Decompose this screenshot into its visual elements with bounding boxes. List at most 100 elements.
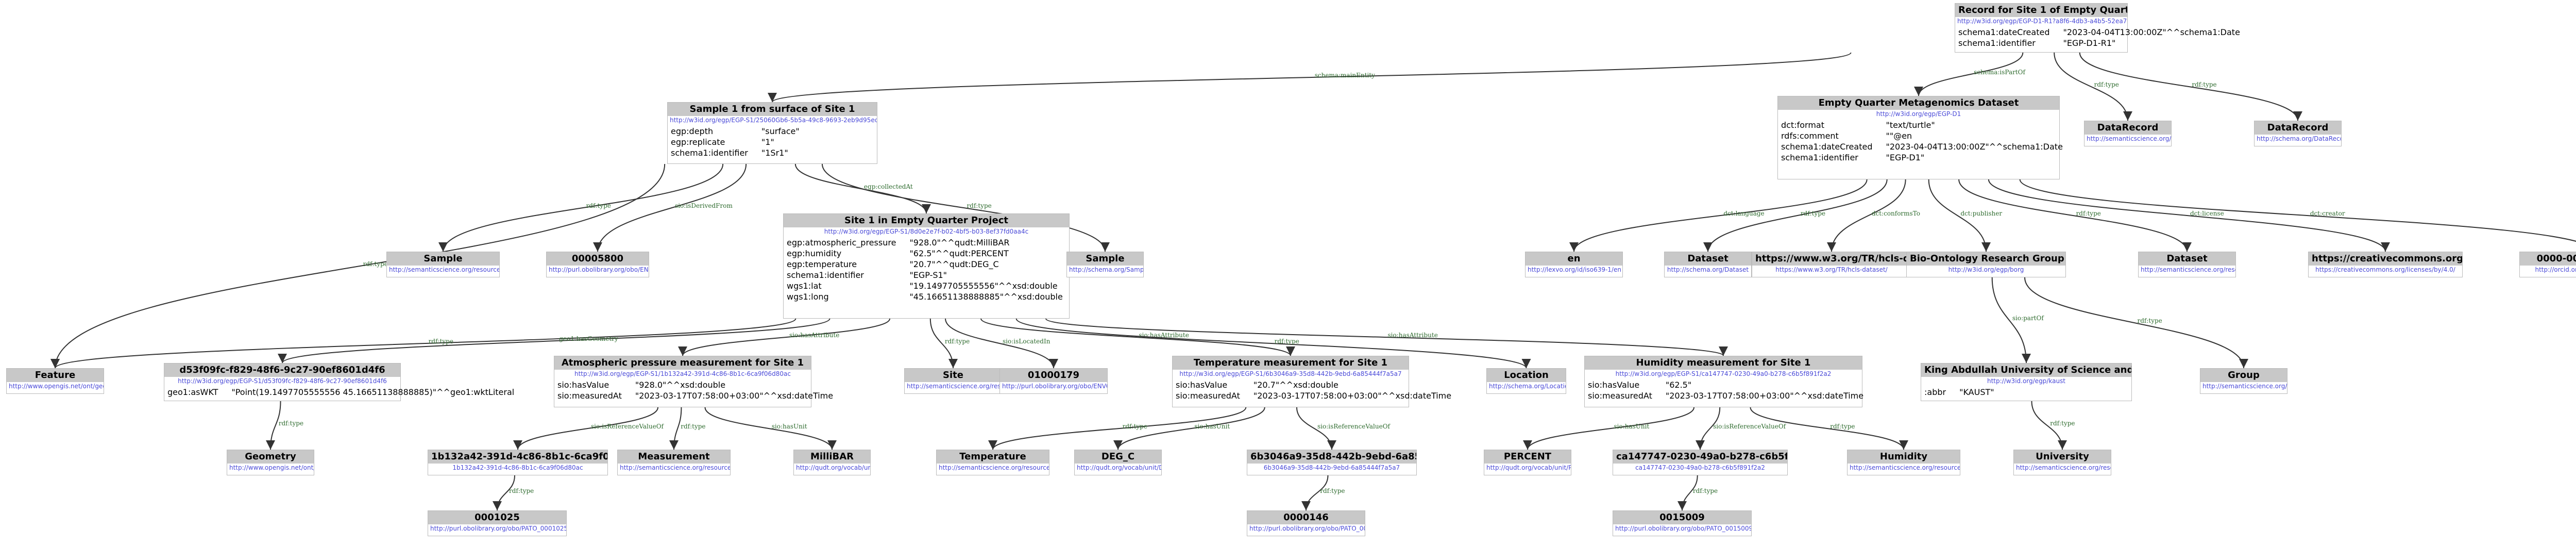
node-uri-link[interactable]: http://semanticscience.org/resource/Temp… bbox=[939, 464, 1049, 471]
node-uri-link[interactable]: http://www.opengis.net/ont/geosparql#Geo… bbox=[229, 464, 314, 471]
node-percent[interactable]: PERCENThttp://qudt.org/vocab/unit/PERCEN… bbox=[1484, 450, 1571, 475]
node-uri-link[interactable]: http://semanticscience.org/resource/Meas… bbox=[620, 464, 730, 471]
node-uri-link[interactable]: http://qudt.org/vocab/unit/MilliBAR bbox=[796, 464, 870, 471]
node-uri-link[interactable]: http://w3id.org/egp/EGP-D1-R1?a8f6-4db3-… bbox=[1957, 18, 2127, 25]
node-uri-link[interactable]: http://qudt.org/vocab/unit/PERCENT bbox=[1486, 464, 1571, 471]
node-uri-link[interactable]: http://w3id.org/egp/EGP-S1/8d0e2e7f-b02-… bbox=[824, 228, 1029, 235]
edge-label: rdf:type bbox=[1801, 210, 1825, 217]
node-license[interactable]: https://creativecommons.org/licenses/by/… bbox=[2308, 252, 2463, 277]
node-uri-link[interactable]: http://purl.obolibrary.org/obo/PATO_0015… bbox=[1615, 525, 1751, 532]
node-uri-link[interactable]: http://semanticscience.org/resource/Data… bbox=[2141, 266, 2235, 273]
node-title: Humidity measurement for Site 1 bbox=[1585, 356, 1862, 370]
property-value: "2023-03-17T07:58:00+03:00"^^xsd:dateTim… bbox=[1253, 391, 1452, 401]
node-tempId[interactable]: 6b3046a9-35d8-442b-9ebd-6a85444f7a5a76b3… bbox=[1247, 450, 1417, 475]
node-uri-link[interactable]: https://www.w3.org/TR/hcls-dataset/ bbox=[1775, 266, 1888, 273]
node-uri-link[interactable]: http://w3id.org/egp/EGP-S1/d53f09fc-f829… bbox=[178, 377, 387, 385]
node-uri-link[interactable]: http://semanticscience.org/resource/Site bbox=[907, 383, 1002, 390]
node-geometry[interactable]: Geometryhttp://www.opengis.net/ont/geosp… bbox=[227, 450, 314, 475]
node-datarecord1[interactable]: DataRecordhttp://semanticscience.org/res… bbox=[2084, 121, 2172, 146]
node-uri-link[interactable]: http://orcid.org/0000-0003-4727-9435 bbox=[2535, 266, 2576, 273]
node-humId[interactable]: ca147747-0230-49a0-b278-c6b5f891f2a2ca14… bbox=[1613, 450, 1788, 475]
node-feature[interactable]: Featurehttp://www.opengis.net/ont/geospa… bbox=[6, 368, 104, 394]
node-uri-link[interactable]: http://w3id.org/egp/borg bbox=[1948, 266, 2024, 273]
node-uri-link[interactable]: http://schema.org/Dataset bbox=[1667, 266, 1749, 273]
node-uri-link[interactable]: http://w3id.org/egp/EGP-S1/6b3046a9-35d8… bbox=[1179, 370, 1402, 377]
node-uri-link[interactable]: ca147747-0230-49a0-b278-c6b5f891f2a2 bbox=[1635, 464, 1765, 471]
node-uri-link[interactable]: http://purl.obolibrary.org/obo/PATO_0000… bbox=[1249, 525, 1365, 532]
node-record[interactable]: Record for Site 1 of Empty Quarter Metag… bbox=[1955, 3, 2240, 53]
node-uri-link[interactable]: http://qudt.org/vocab/unit/DEG_C bbox=[1077, 464, 1161, 471]
node-uri-link[interactable]: http://purl.obolibrary.org/obo/ENVO_0000… bbox=[549, 266, 649, 273]
node-uri-link[interactable]: http://w3id.org/egp/kaust bbox=[1987, 377, 2065, 385]
node-uri-link[interactable]: http://schema.org/DataRecord bbox=[2257, 135, 2341, 142]
node-uri-link[interactable]: http://semanticscience.org/resource/Humi… bbox=[1850, 464, 1960, 471]
node-title: 6b3046a9-35d8-442b-9ebd-6a85444f7a5a7 bbox=[1247, 450, 1416, 464]
edge-label: rdf:type bbox=[1830, 423, 1855, 430]
node-uri-link[interactable]: http://semanticscience.org/resource/Data… bbox=[2087, 135, 2171, 142]
node-title: 00005800 bbox=[547, 252, 649, 266]
node-atm[interactable]: Atmospheric pressure measurement for Sit… bbox=[554, 356, 833, 407]
node-orcid[interactable]: 0000-0003-4727-9435http://orcid.org/0000… bbox=[2519, 252, 2576, 277]
node-datasetSio[interactable]: Datasethttp://semanticscience.org/resour… bbox=[2138, 252, 2236, 277]
node-properties: dct:format"text/turtle"rdfs:comment""@en… bbox=[1781, 120, 2066, 163]
node-millibar[interactable]: MilliBARhttp://qudt.org/vocab/unit/Milli… bbox=[793, 450, 871, 475]
node-uri-link[interactable]: http://purl.obolibrary.org/obo/PATO_0001… bbox=[430, 525, 566, 532]
node-uri-link[interactable]: 1b132a42-391d-4c86-8b1c-6ca9f06d80ac bbox=[452, 464, 583, 471]
node-uri-link[interactable]: http://schema.org/Sample bbox=[1069, 266, 1143, 273]
node-uri-link[interactable]: http://purl.obolibrary.org/obo/ENVO_0100… bbox=[1002, 383, 1107, 390]
node-title: Site bbox=[905, 369, 1002, 382]
edge-arrow bbox=[1827, 179, 1906, 252]
edge-label: rdf:type bbox=[1123, 423, 1147, 430]
node-uri-link[interactable]: http://semanticscience.org/resource/Univ… bbox=[2016, 464, 2111, 471]
node-kaust[interactable]: King Abdullah University of Science and … bbox=[1921, 363, 2132, 401]
node-uri-link[interactable]: 6b3046a9-35d8-442b-9ebd-6a85444f7a5a7 bbox=[1263, 464, 1400, 471]
node-uri-link[interactable]: http://w3id.org/egp/EGP-S1/25060Gb6-5b5a… bbox=[670, 117, 877, 124]
property-row: egp:replicate"1" bbox=[671, 137, 803, 147]
node-uri-link[interactable]: http://w3id.org/egp/EGP-S1/1b132a42-391d… bbox=[574, 370, 791, 377]
node-uri-link[interactable]: http://w3id.org/egp/EGP-S1/ca147747-0230… bbox=[1615, 370, 1832, 377]
node-title: University bbox=[2014, 450, 2111, 464]
node-title: Empty Quarter Metagenomics Dataset bbox=[1778, 96, 2059, 110]
property-key: sio:hasValue bbox=[1176, 380, 1228, 390]
node-hcls[interactable]: https://www.w3.org/TR/hcls-dataset/https… bbox=[1752, 252, 1911, 277]
node-uri-link[interactable]: https://creativecommons.org/licenses/by/… bbox=[2315, 266, 2455, 273]
node-uri-link[interactable]: http://www.opengis.net/ont/geosparql#Fea… bbox=[9, 383, 104, 390]
node-group[interactable]: Grouphttp://semanticscience.org/resource… bbox=[2200, 368, 2287, 394]
node-uri-link[interactable]: http://semanticscience.org/resource/Grou… bbox=[2202, 383, 2287, 390]
edge-arrow bbox=[1296, 407, 1336, 450]
node-uri-link[interactable]: http://w3id.org/egp/EGP-D1 bbox=[1876, 110, 1961, 118]
property-key: sio:hasValue bbox=[557, 380, 609, 390]
property-row: sio:hasValue"928.0"^^xsd:double bbox=[557, 379, 836, 390]
node-uri-link[interactable]: http://semanticscience.org/resource/Samp… bbox=[389, 266, 499, 273]
node-title: Temperature measurement for Site 1 bbox=[1173, 356, 1409, 370]
node-atmId[interactable]: 1b132a42-391d-4c86-8b1c-6ca9f06d80ac1b13… bbox=[428, 450, 608, 475]
node-uri-link[interactable]: http://lexvo.org/id/iso639-1/en bbox=[1528, 266, 1621, 273]
node-siteType[interactable]: Sitehttp://semanticscience.org/resource/… bbox=[904, 368, 1002, 394]
node-uri-link[interactable]: http://schema.org/Location bbox=[1489, 383, 1566, 390]
